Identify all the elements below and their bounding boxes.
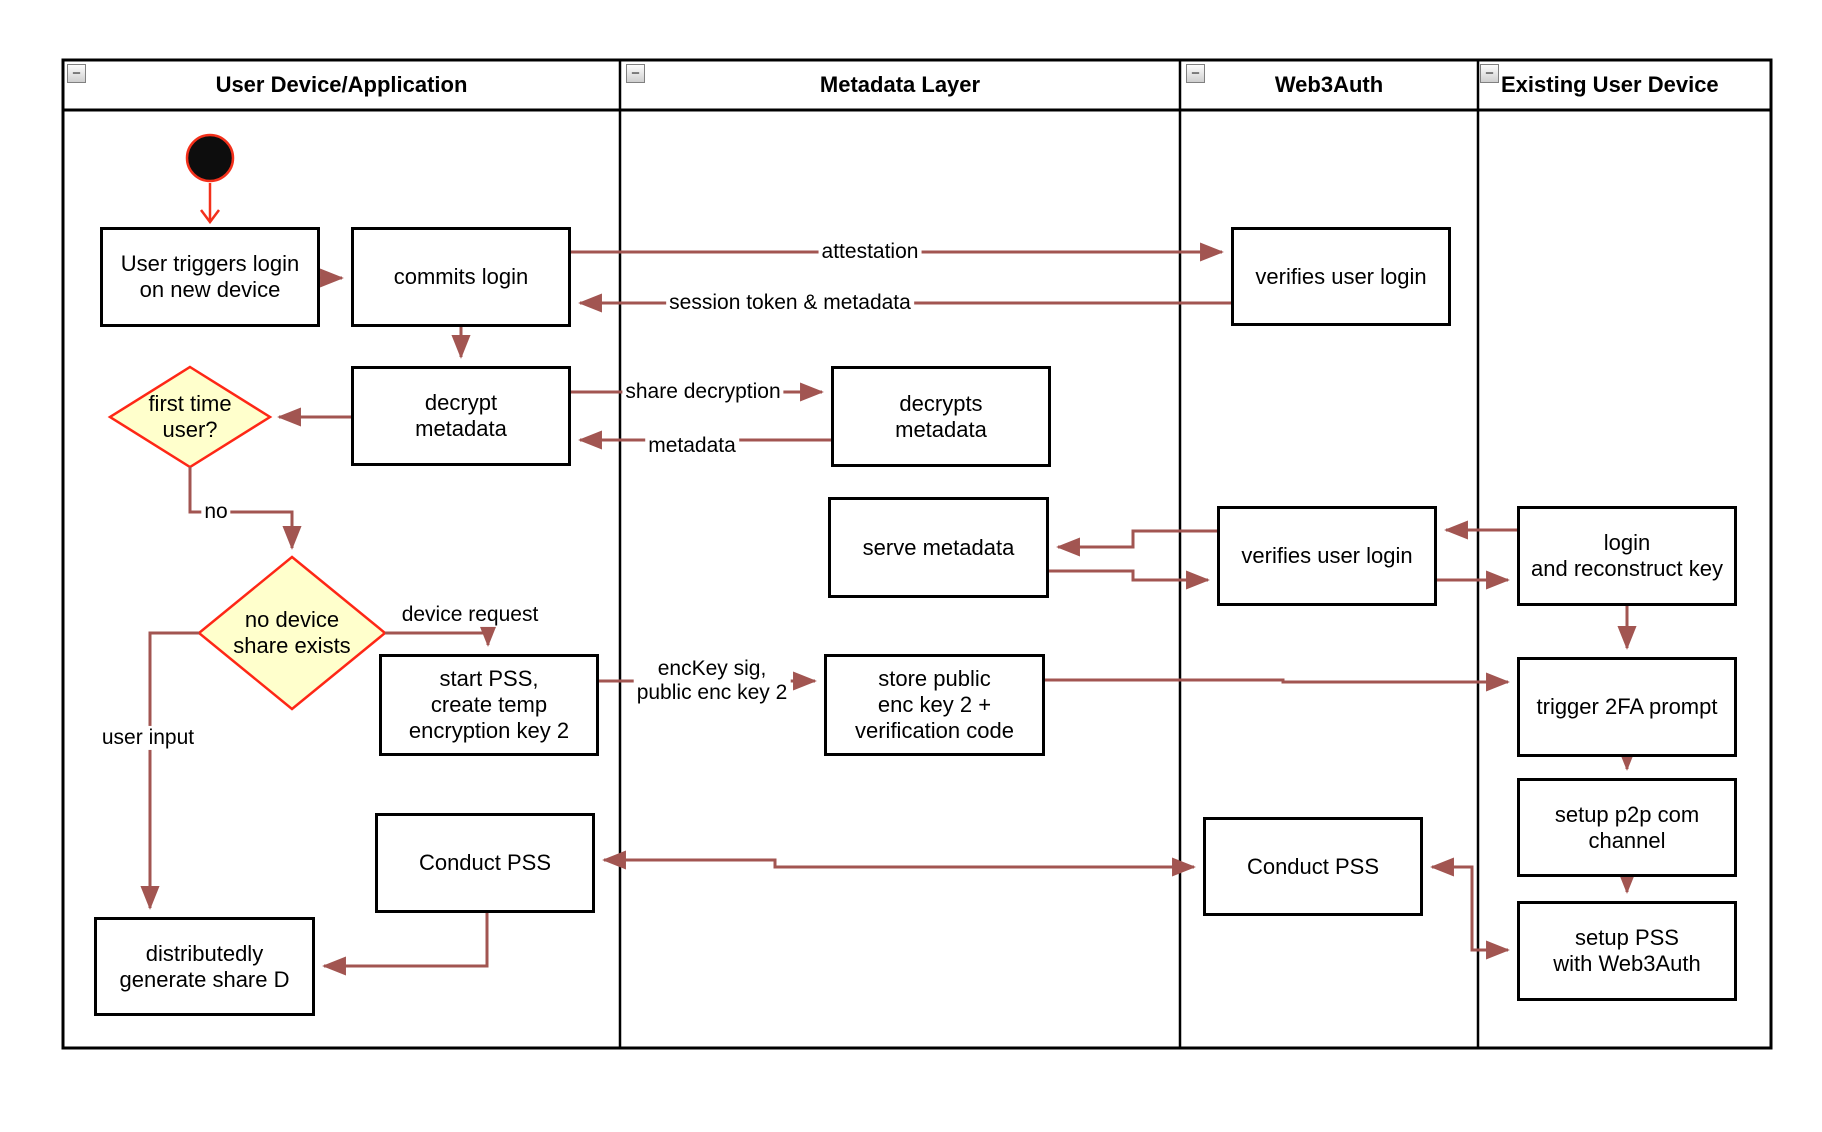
start-node[interactable]: [185, 133, 235, 183]
edge-label-session-token: session token & metadata: [666, 290, 914, 316]
lane-header-web3auth[interactable]: Web3Auth: [1180, 60, 1478, 110]
lane-header-existing-device[interactable]: Existing User Device: [1478, 60, 1771, 110]
edge-label-attestation: attestation: [818, 239, 922, 265]
connector-verifies2-to-serve: [1056, 529, 1217, 557]
node-conduct-pss-user[interactable]: Conduct PSS: [375, 813, 595, 913]
node-verifies-user-login-1[interactable]: verifies user login: [1231, 227, 1451, 326]
edge-label-enckey: encKey sig, public enc key 2: [633, 656, 791, 706]
connector-device-request: [385, 623, 498, 647]
connector-conduct-pss-link: [602, 850, 1196, 877]
connector-conduct-to-distributedly: [322, 913, 489, 976]
lane-title: User Device/Application: [215, 72, 468, 97]
connector-no: [188, 467, 302, 550]
edge-label-share-decryption: share decryption: [622, 379, 784, 405]
node-verifies-user-login-2[interactable]: verifies user login: [1217, 506, 1437, 606]
collapse-icon[interactable]: −: [626, 64, 645, 83]
node-decrypt-metadata[interactable]: decrypt metadata: [351, 366, 571, 466]
lane-title: Existing User Device: [1501, 72, 1719, 97]
connector-user-input: [140, 631, 199, 910]
edge-label-device-request: device request: [398, 602, 542, 628]
collapse-icon[interactable]: −: [1186, 64, 1205, 83]
node-decrypts-metadata[interactable]: decrypts metadata: [831, 366, 1051, 467]
edge-label-user-input: user input: [98, 725, 198, 751]
node-setup-p2p-channel[interactable]: setup p2p com channel: [1517, 778, 1737, 877]
node-distributedly-generate[interactable]: distributedly generate share D: [94, 917, 315, 1016]
lane-header-metadata-layer[interactable]: Metadata Layer: [620, 60, 1180, 110]
collapse-icon[interactable]: −: [1480, 64, 1499, 83]
node-start-pss[interactable]: start PSS, create temp encryption key 2: [379, 654, 599, 756]
node-user-triggers-login[interactable]: User triggers login on new device: [100, 227, 320, 327]
node-commits-login[interactable]: commits login: [351, 227, 571, 327]
edge-label-no: no: [201, 499, 231, 525]
decision-label-first-time-user: first time user?: [148, 391, 232, 442]
node-login-reconstruct-key[interactable]: login and reconstruct key: [1517, 506, 1737, 606]
node-setup-pss-web3auth[interactable]: setup PSS with Web3Auth: [1517, 901, 1737, 1001]
node-conduct-pss-web3auth[interactable]: Conduct PSS: [1203, 817, 1423, 916]
lane-title: Web3Auth: [1274, 72, 1384, 97]
connector-setup-pss-to-conduct: [1430, 857, 1510, 960]
decision-label-no-device-share: no device share exists: [233, 607, 351, 658]
collapse-icon[interactable]: −: [67, 64, 86, 83]
edge-label-metadata: metadata: [645, 433, 739, 459]
connector-store-to-2fa: [1045, 672, 1510, 692]
node-trigger-2fa-prompt[interactable]: trigger 2FA prompt: [1517, 657, 1737, 757]
start-arrow: [200, 183, 220, 225]
lane-header-user-device[interactable]: User Device/Application: [63, 60, 620, 110]
node-store-public-enc-key[interactable]: store public enc key 2 + verification co…: [824, 654, 1045, 756]
decision-no-device-share[interactable]: [197, 555, 387, 711]
lane-title: Metadata Layer: [819, 72, 981, 97]
connector-serve-to-verifies2: [1049, 569, 1210, 590]
node-serve-metadata[interactable]: serve metadata: [828, 497, 1049, 598]
